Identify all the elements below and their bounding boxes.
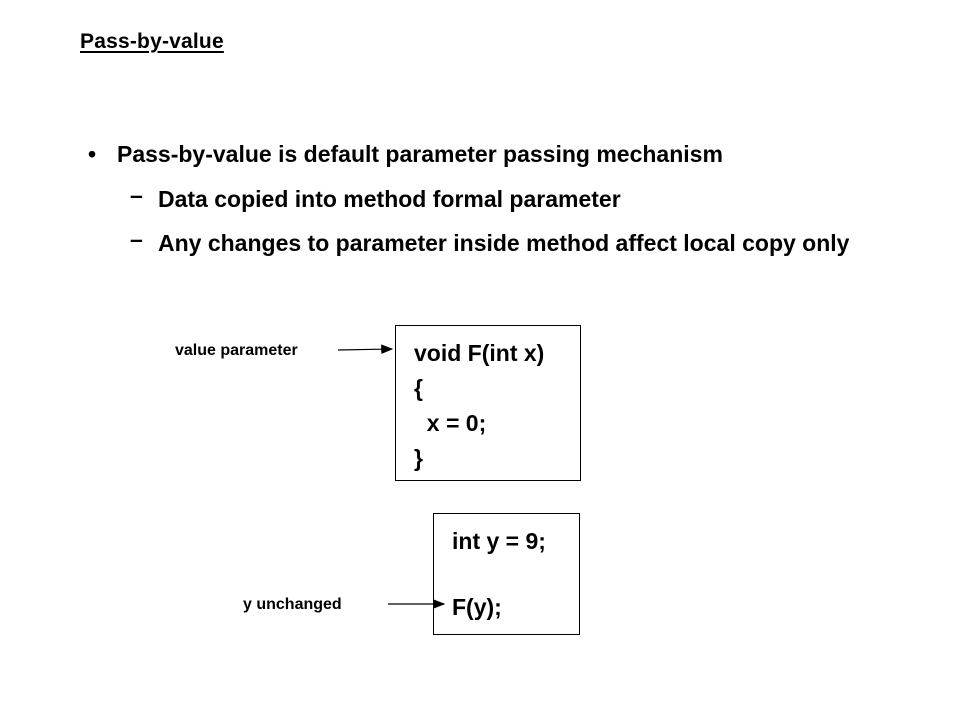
call-code-box [433,513,580,635]
y-unchanged-label: y unchanged [243,596,342,613]
sub-item-marker: – [130,226,143,252]
call-code-line: F(y); [452,594,502,620]
value-parameter-label: value parameter [175,342,298,359]
bullet-text: Pass-by-value is default parameter passi… [117,141,723,167]
sub-item-text: Data copied into method formal parameter [158,186,621,212]
sub-item-text: Any changes to parameter inside method a… [158,230,850,256]
method-code: void F(int x) { x = 0; } [414,340,545,471]
slide-title: Pass-by-value [80,30,224,53]
bullet-marker: • [88,141,97,167]
arrow-to-parameter [337,344,394,354]
call-code-line: int y = 9; [452,528,546,554]
method-code-box [395,325,581,481]
sub-item-marker: – [130,182,143,208]
